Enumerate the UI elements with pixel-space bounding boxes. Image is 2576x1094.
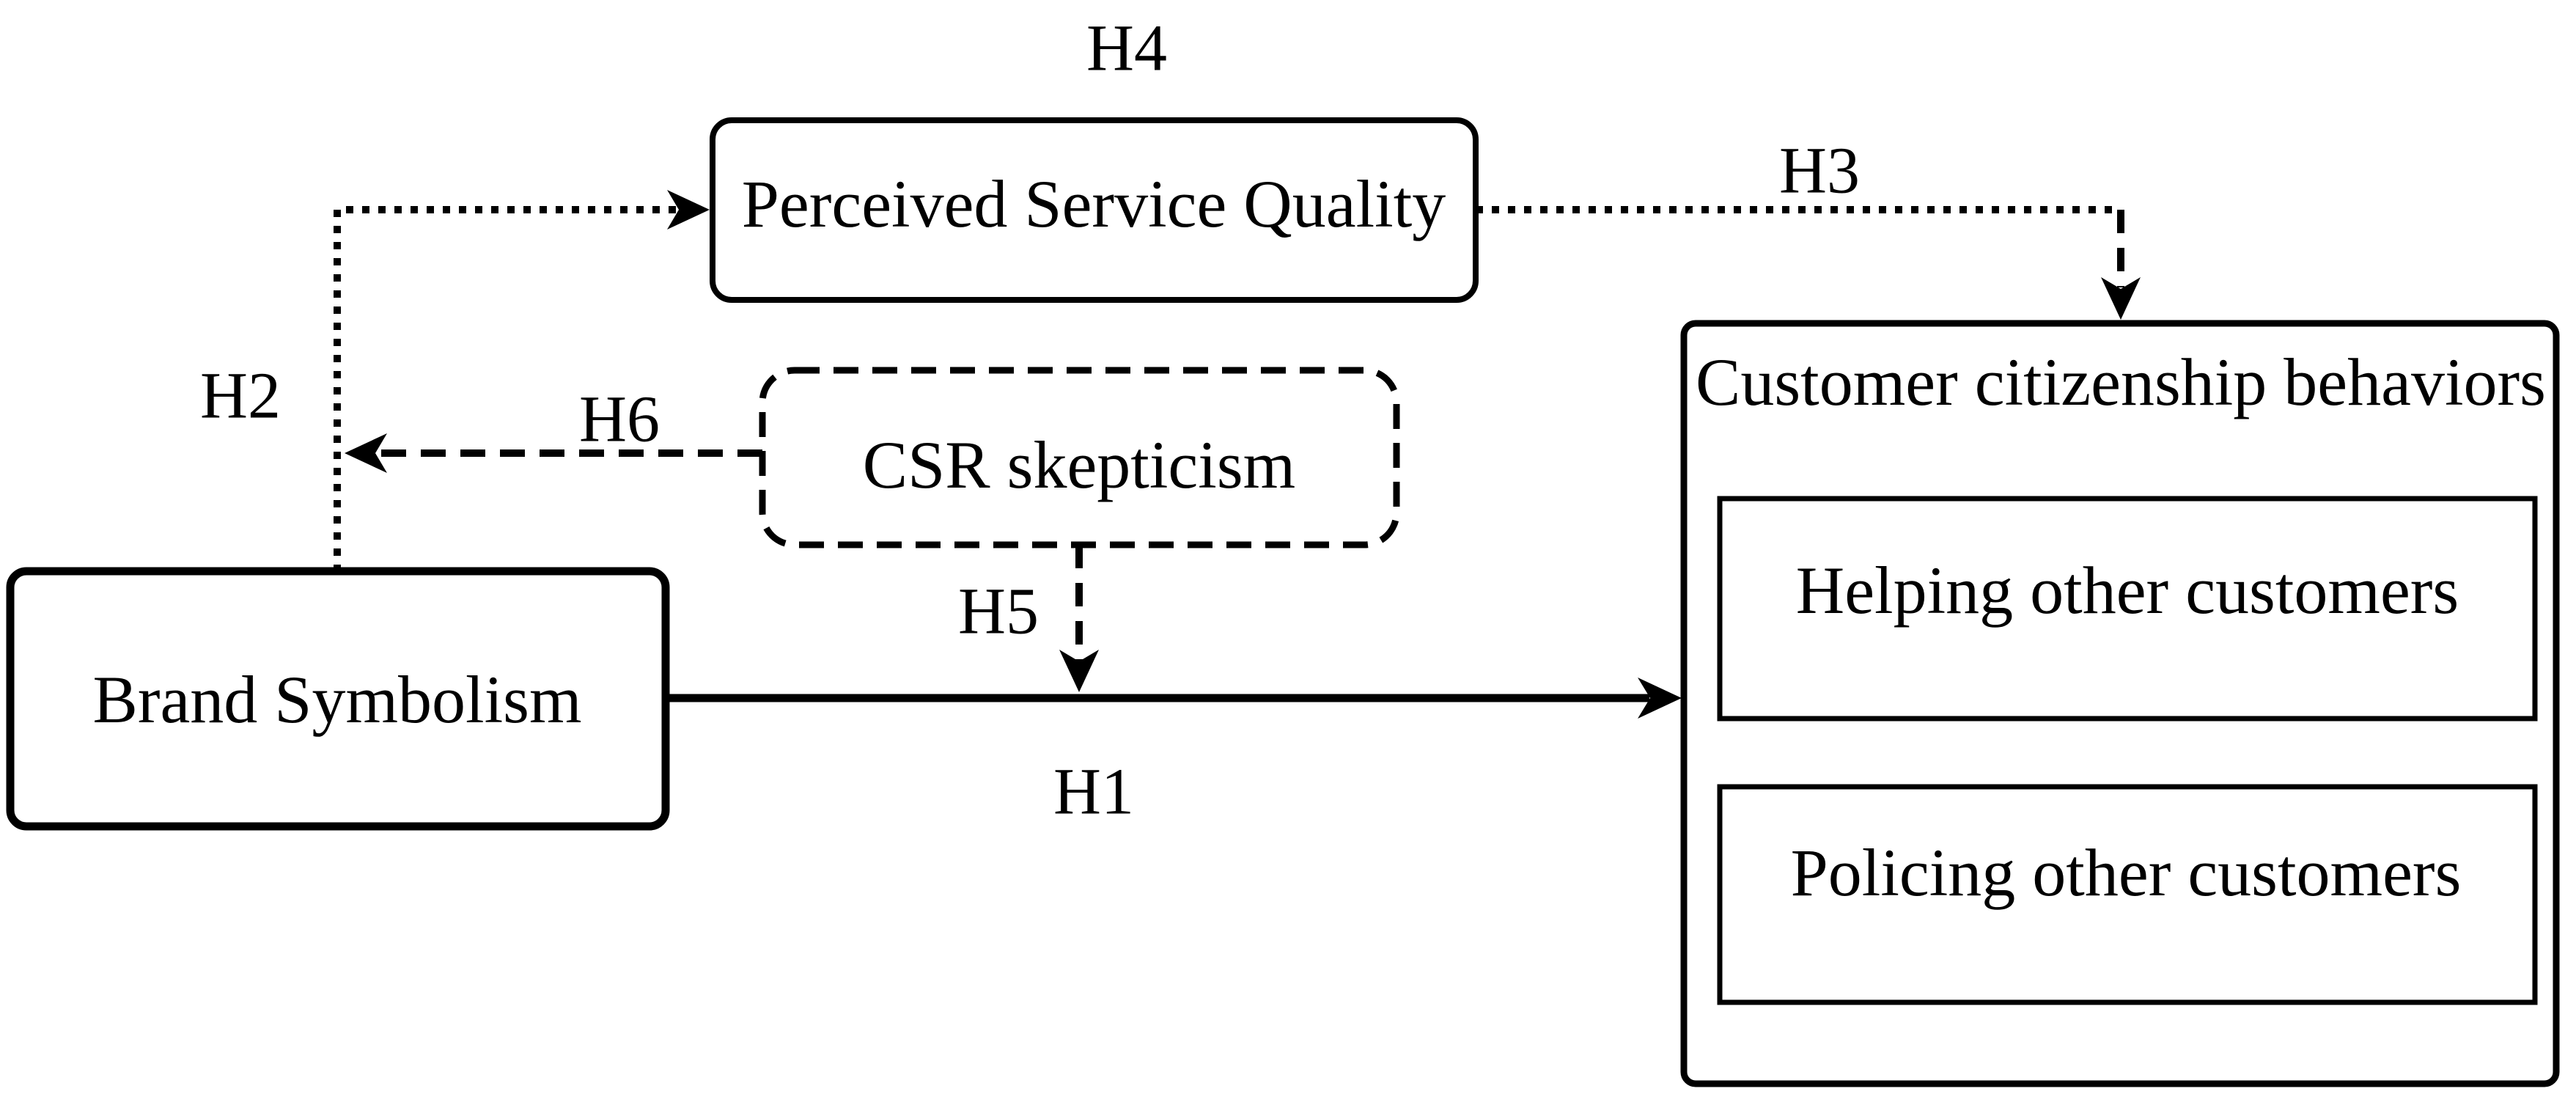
node-policing-other-customers-box <box>1717 784 2538 1005</box>
hypothesis-label-h2: H2 <box>200 360 281 433</box>
hypothesis-label-h1: H1 <box>1053 756 1134 829</box>
node-helping-other-customers-label: Helping other customers <box>1796 553 2459 628</box>
hypothesis-label-h4: H4 <box>1086 12 1167 85</box>
node-brand-symbolism-label: Brand Symbolism <box>92 662 581 737</box>
h6-arrowhead-icon <box>345 433 387 473</box>
h5-arrowhead-icon <box>1059 650 1099 692</box>
hypothesis-label-h5: H5 <box>958 576 1039 648</box>
node-helping-other-customers-box <box>1717 496 2538 722</box>
node-perceived-service-quality-box <box>710 117 1479 303</box>
h2-arrowhead-icon <box>667 190 710 230</box>
hypothesis-label-h6: H6 <box>579 383 660 456</box>
node-csr-skepticism-box <box>759 367 1400 548</box>
h1-arrowhead-icon <box>1638 678 1682 719</box>
node-customer-citizenship-behaviors-label: Customer citizenship behaviors <box>1696 345 2546 419</box>
h3-arrowhead-icon <box>2101 277 2141 320</box>
hypothesis-label-h3: H3 <box>1779 135 1860 208</box>
node-csr-skepticism-label: CSR skepticism <box>863 427 1295 502</box>
h2-connector-dotted <box>334 206 679 572</box>
node-brand-symbolism-box <box>6 567 670 831</box>
node-policing-other-customers-label: Policing other customers <box>1791 835 2462 910</box>
node-perceived-service-quality-label: Perceived Service Quality <box>742 166 1446 241</box>
